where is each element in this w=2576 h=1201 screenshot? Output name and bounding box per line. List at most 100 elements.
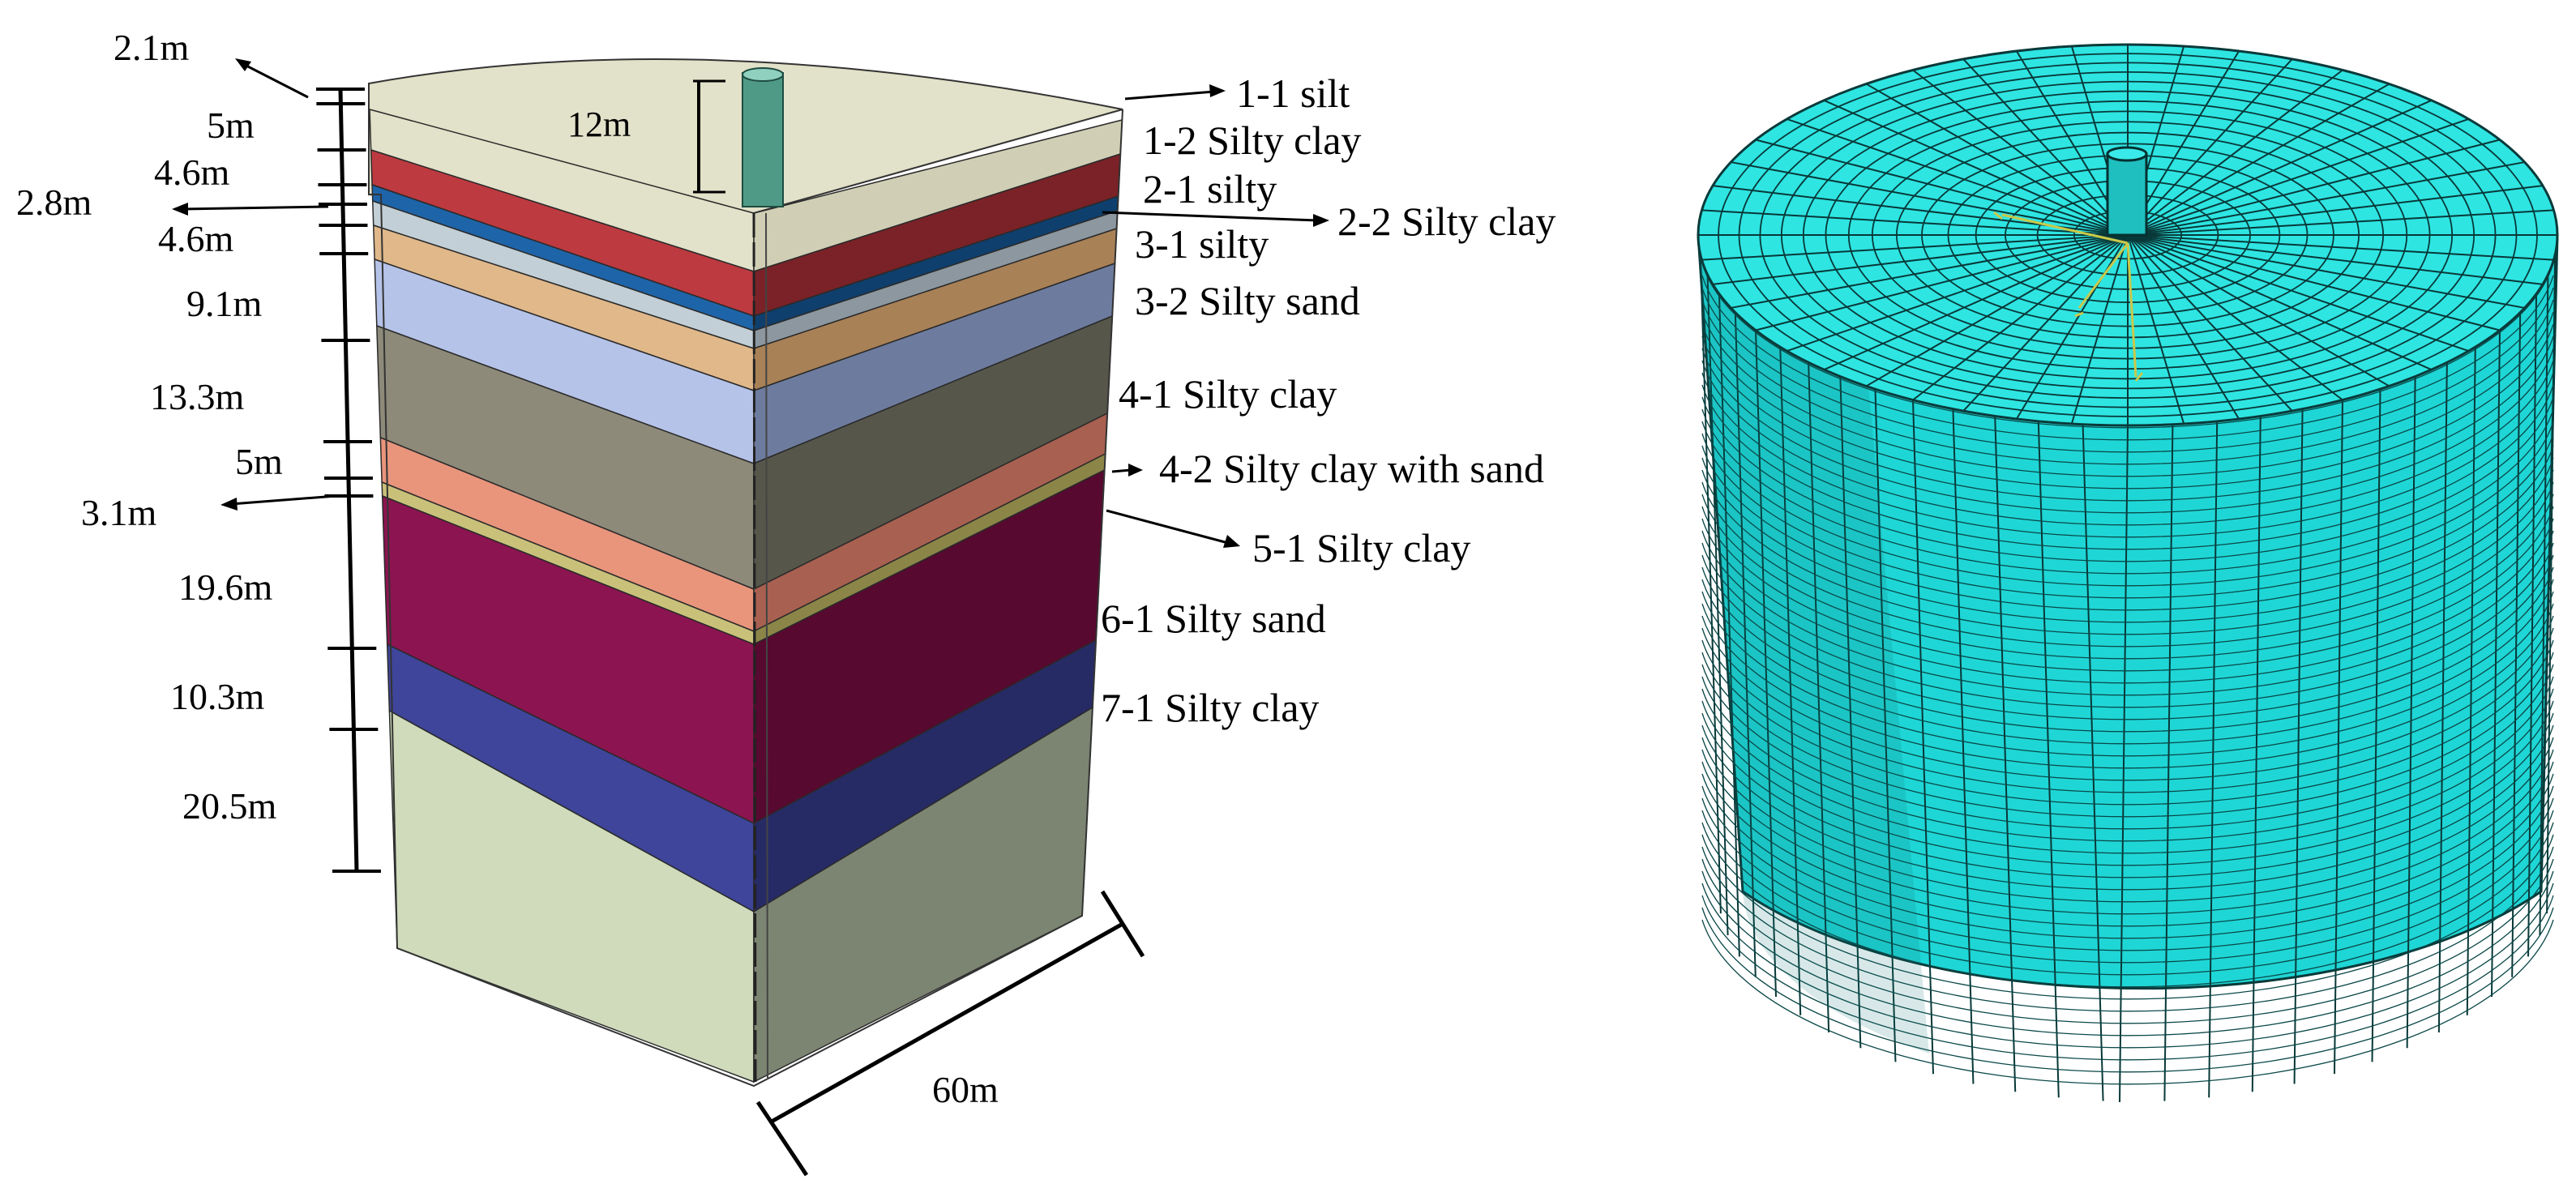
mesh-horizontal-line <box>1701 360 2554 526</box>
layer-label-2-2: 2-2 Silty clay <box>1337 199 1555 244</box>
arrowhead-icon <box>235 58 251 71</box>
mesh-horizontal-line <box>1701 846 2554 1012</box>
mesh-radial-line <box>2127 83 2390 236</box>
mesh-radial-line <box>1962 58 2129 236</box>
mesh-radial-line <box>2127 118 2469 236</box>
layer-label-3-1: 3-1 silty <box>1135 221 1269 267</box>
depth-scale-ticks <box>316 88 381 873</box>
mesh-horizontal-line <box>1701 542 2554 708</box>
mesh-horizontal-line <box>1701 421 2554 587</box>
mesh-horizontal-line <box>1701 336 2554 502</box>
mesh-horizontal-line <box>1701 530 2554 696</box>
mesh-horizontal-line <box>1701 494 2554 660</box>
layer-label-4-2: 4-2 Silty clay with sand <box>1159 446 1544 491</box>
mesh-horizontal-line <box>1701 396 2554 562</box>
mesh-vertical-line <box>2251 416 2261 1092</box>
mesh-radial-line <box>1712 234 2129 285</box>
mesh-ring-line <box>1921 143 2334 327</box>
thickness-labels: 2.1m 5m 4.6m 2.8m 4.6m 9.1m 13.3m 5m 3.1… <box>16 27 283 827</box>
mesh-horizontal-line <box>1701 433 2554 599</box>
mesh-vertical-line <box>2511 312 2522 977</box>
mesh-vertical-line <box>2208 421 2219 1098</box>
mesh-horizontal-line <box>1701 627 2554 793</box>
mesh-vertical-line <box>2539 274 2549 936</box>
mesh-horizontal-line <box>1701 737 2554 903</box>
mesh-radial-line <box>2127 234 2525 309</box>
layer-label-4-1: 4-1 Silty clay <box>1119 371 1337 417</box>
thickness-label-2-1: 4.6m <box>154 152 230 193</box>
layer-label-1-1: 1-1 silt <box>1236 71 1350 116</box>
mesh-horizontal-line <box>1701 481 2554 648</box>
block-outline <box>368 83 1123 1088</box>
mesh-horizontal-line <box>1701 615 2554 781</box>
depth-scale-axis <box>338 88 359 872</box>
mesh-vertical-line <box>1839 376 1862 1049</box>
thickness-label-4-1: 13.3m <box>150 376 245 417</box>
leader-1-1 <box>1124 90 1215 100</box>
thickness-label-6-1: 19.6m <box>178 566 273 608</box>
mesh-radial-lines <box>1698 45 2557 425</box>
mesh-vertical-line <box>1734 312 1757 977</box>
mesh-horizontal-line <box>1701 323 2554 489</box>
mesh-ring-line <box>1895 131 2360 339</box>
mesh-radial-line <box>2127 234 2469 353</box>
arrowhead-icon <box>172 203 188 216</box>
thickness-label-2-2: 2.8m <box>16 182 92 223</box>
mesh-vertical-line <box>2546 254 2557 914</box>
mesh-radial-line <box>1912 69 2129 236</box>
layer-label-1-2: 1-2 Silty clay <box>1143 118 1361 163</box>
mesh-radial-line <box>1912 234 2129 401</box>
layer-label-5-1: 5-1 Silty clay <box>1252 525 1470 571</box>
layer-label-3-2: 3-2 Silty sand <box>1135 278 1360 323</box>
arrowhead-icon <box>1313 214 1329 227</box>
mesh-horizontal-line <box>1701 275 2554 441</box>
mesh-ring-line <box>1738 62 2518 408</box>
mesh-vertical-line <box>2119 425 2129 1103</box>
mesh-horizontal-line <box>1701 518 2554 684</box>
leader-4-2 <box>1111 468 1132 473</box>
mesh-radial-line <box>1731 161 2129 236</box>
mesh-horizontal-line <box>1701 895 2554 1061</box>
mesh-horizontal-line <box>1701 603 2554 769</box>
layer-label-7-1: 7-1 Silty clay <box>1101 685 1319 730</box>
thickness-label-3-1: 4.6m <box>158 218 234 259</box>
mesh-radial-line <box>1962 234 2129 412</box>
mesh-vertical-line <box>2163 424 2174 1101</box>
mesh-horizontal-line <box>1701 773 2554 939</box>
mesh-radial-line <box>2127 209 2554 236</box>
mesh-radial-line <box>1865 234 2129 387</box>
leader-2.8m <box>182 205 329 211</box>
mesh-horizontal-line <box>1701 579 2554 745</box>
soil-block: 12m 60m <box>368 58 1145 1177</box>
pile-shaft-line-2 <box>765 212 768 1079</box>
mesh-ring-line <box>1759 71 2497 400</box>
thickness-label-1-1: 2.1m <box>113 27 190 68</box>
mesh-radial-line <box>2127 99 2433 236</box>
pile-shaft-line <box>752 212 757 1083</box>
mesh-vertical-line <box>2082 424 2104 1101</box>
mesh-horizontal-line <box>1701 408 2554 575</box>
mesh-radial-line <box>2127 234 2240 420</box>
mesh-radial-line <box>2015 234 2129 420</box>
mesh-horizontal-line <box>1701 749 2554 915</box>
mesh-horizontal-line <box>1701 858 2554 1024</box>
mesh-ring-line <box>1802 90 2454 380</box>
mesh-horizontal-line <box>1701 724 2554 891</box>
mesh-radial-line <box>2127 234 2501 331</box>
leader-3.1m <box>230 494 337 506</box>
mesh-vertical-line <box>1779 347 1802 1015</box>
mesh-horizontal-line <box>1701 554 2554 720</box>
mesh-radial-line <box>2127 139 2501 236</box>
mesh-horizontal-line <box>1701 457 2554 623</box>
mesh-radial-line <box>2127 234 2554 261</box>
mesh-vertical-line <box>1755 330 1778 998</box>
width-dim-tick-right <box>1100 890 1145 958</box>
mesh-horizontal-line <box>1701 688 2554 854</box>
mesh-vertical-line <box>2037 421 2060 1098</box>
mesh-horizontal-line <box>1701 822 2554 988</box>
mesh-horizontal-line <box>1701 311 2554 477</box>
layer-front-faces <box>369 109 755 1083</box>
leader-2-2 <box>1102 211 1318 222</box>
mesh-radial-line <box>1823 99 2129 236</box>
